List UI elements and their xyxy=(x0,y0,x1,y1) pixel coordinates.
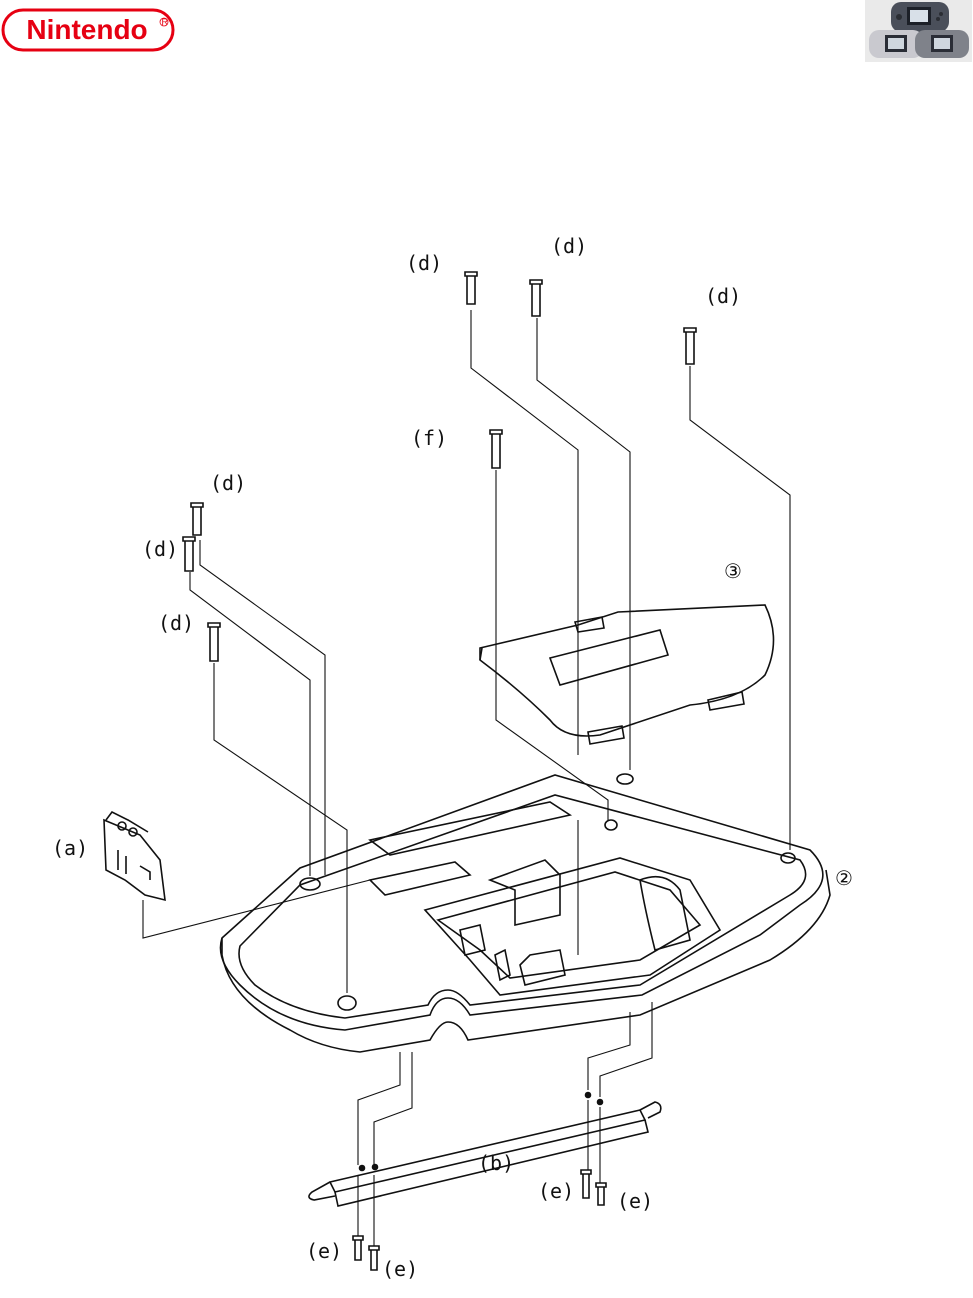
label-part-3: ③ xyxy=(724,559,742,583)
main-case-part-2 xyxy=(219,773,831,1053)
label-screw-d-1: (d) xyxy=(406,251,442,275)
game-boy-advance-variants-icon xyxy=(865,0,972,62)
svg-text:R: R xyxy=(162,17,169,27)
cartridge-connector-part-a xyxy=(103,810,166,902)
label-part-b: (b) xyxy=(478,1151,514,1175)
battery-cover-part-3 xyxy=(479,604,775,745)
screws-d xyxy=(182,271,697,662)
label-part-2: ② xyxy=(835,866,853,890)
label-screw-e-3: (e) xyxy=(306,1239,342,1263)
metal-bracket-part-b xyxy=(308,1091,662,1207)
label-screw-e-4: (e) xyxy=(382,1257,418,1281)
label-screw-d-2: (d) xyxy=(551,234,587,258)
brand-logo-text: Nintendo xyxy=(26,14,147,45)
leader-lines xyxy=(142,310,791,1246)
label-screw-f: (f) xyxy=(411,426,447,450)
label-part-a: (a) xyxy=(52,836,88,860)
label-screw-d-4: (d) xyxy=(210,471,246,495)
label-screw-d-5: (d) xyxy=(142,537,178,561)
screw-f xyxy=(489,429,503,469)
label-screw-d-3: (d) xyxy=(705,284,741,308)
label-screw-e-2: (e) xyxy=(617,1189,653,1213)
label-screw-d-6: (d) xyxy=(158,611,194,635)
label-screw-e-1: (e) xyxy=(538,1179,574,1203)
nintendo-logo: Nintendo R xyxy=(1,8,175,52)
